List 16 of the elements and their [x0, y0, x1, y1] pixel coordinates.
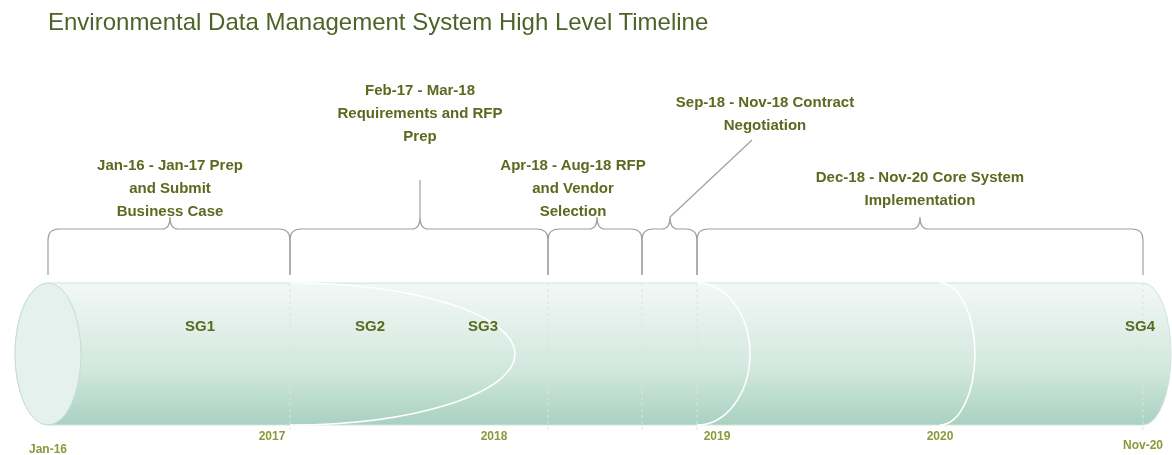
- year-label: 2019: [702, 428, 732, 444]
- stage-gate-label: SG2: [354, 316, 386, 336]
- phase-label: Sep-18 - Nov-18 Contract Negotiation: [674, 92, 856, 135]
- year-label: 2020: [925, 428, 955, 444]
- stage-gate-label: SG3: [467, 316, 499, 336]
- phase-label: Jan-16 - Jan-17 Prep and Submit Business Case: [96, 155, 244, 221]
- diagram-title: Environmental Data Management System High Level Timeline: [48, 8, 709, 36]
- year-label: 2017: [257, 428, 287, 444]
- phase-label: Apr-18 - Aug-18 RFP and Vendor Selection: [499, 155, 647, 221]
- date-label: Jan-16: [28, 441, 68, 455]
- year-label: 2018: [479, 428, 509, 444]
- stage-gate-label: SG4: [1124, 316, 1156, 336]
- phase-label: Feb-17 - Mar-18 Requirements and RFP Prep: [336, 80, 504, 146]
- phase-label: Dec-18 - Nov-20 Core System Implementation: [814, 167, 1026, 210]
- date-label: Nov-20: [1122, 437, 1164, 453]
- stage-gate-label: SG1: [184, 316, 216, 336]
